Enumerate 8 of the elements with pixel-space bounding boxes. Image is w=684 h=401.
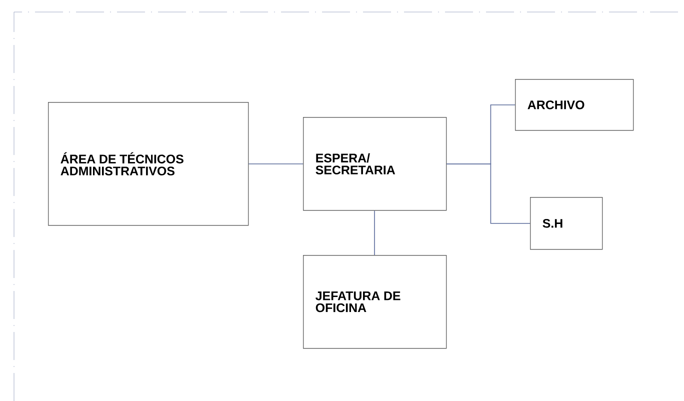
connector-line xyxy=(446,163,530,224)
room-box: S.H xyxy=(530,197,603,250)
connector-line xyxy=(248,163,304,164)
room-box: ÁREA DE TÉCNICOS ADMINISTRATIVOS xyxy=(48,102,249,226)
room-box: ARCHIVO xyxy=(515,79,634,131)
connector-line xyxy=(374,210,375,256)
room-box: JEFATURA DE OFICINA xyxy=(303,255,447,349)
room-box: ESPERA/ SECRETARIA xyxy=(303,117,447,211)
